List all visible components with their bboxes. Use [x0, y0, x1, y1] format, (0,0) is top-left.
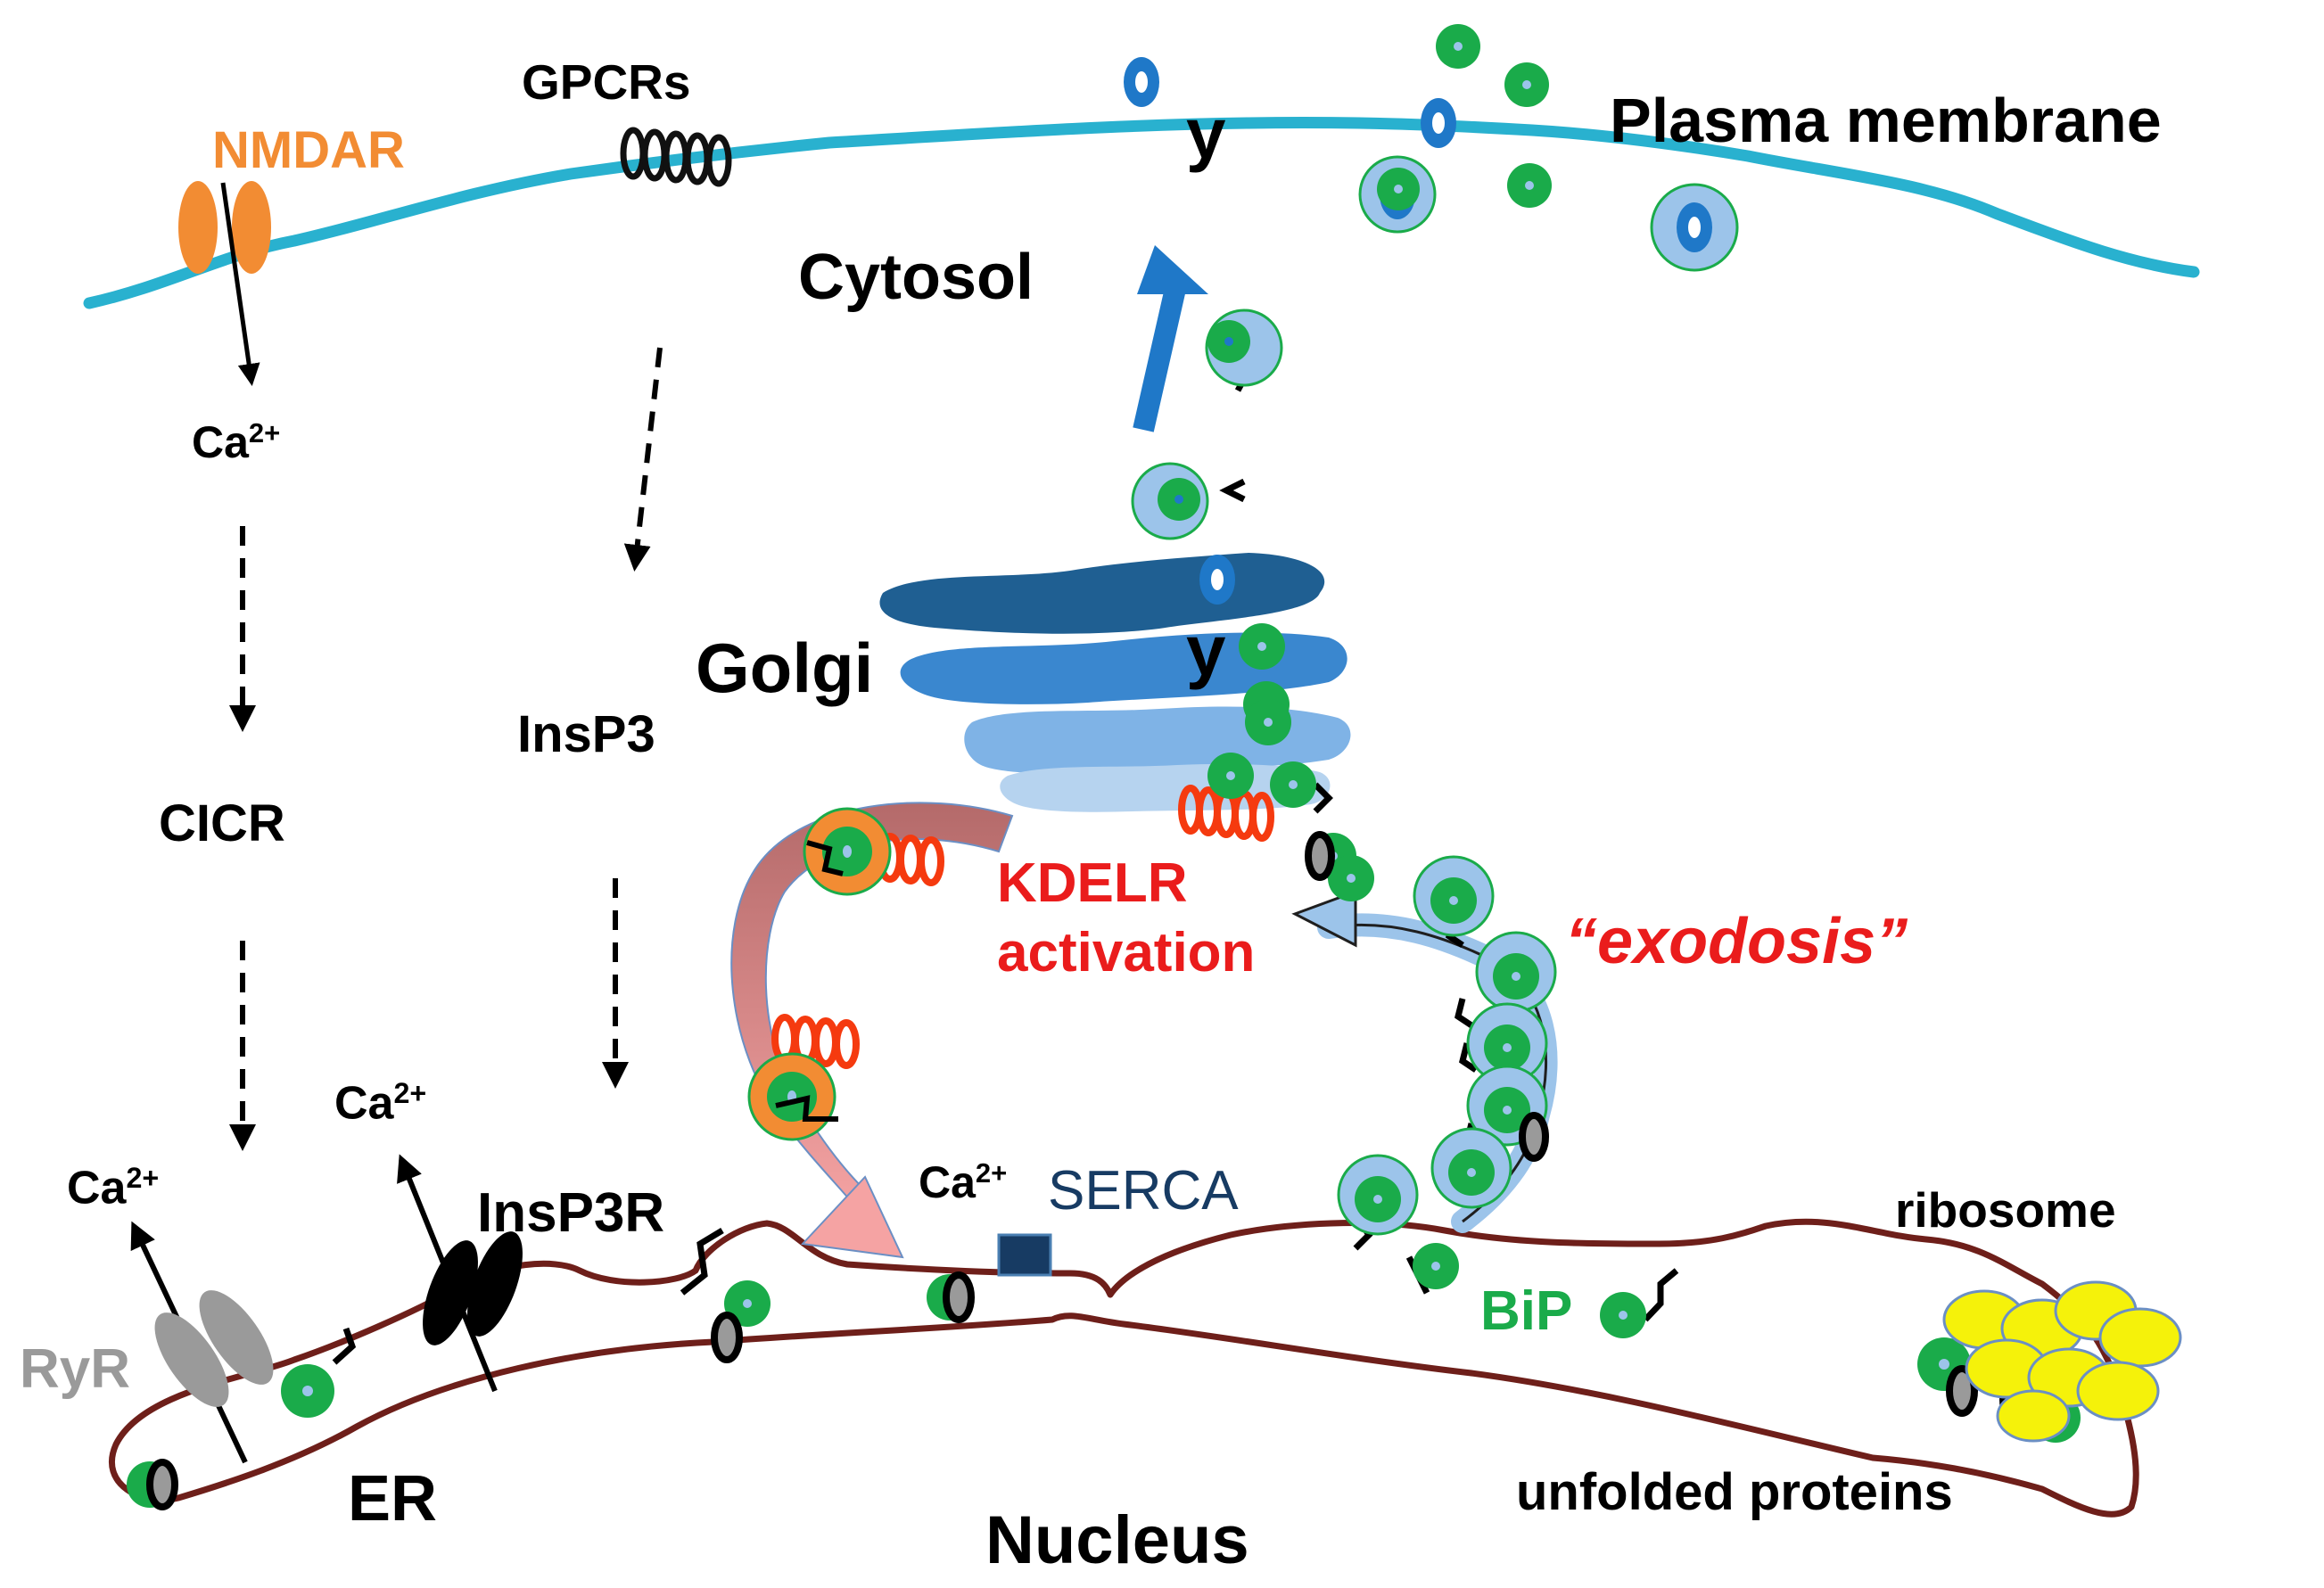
insp3-label: InsP3 — [517, 705, 655, 763]
nmdar-channel — [178, 181, 271, 386]
gpcrs-label: GPCRs — [522, 54, 691, 110]
plasma-membrane-label: Plasma membrane — [1610, 86, 2162, 155]
ca-serca-label: Ca2+ — [919, 1157, 1008, 1208]
er-label: ER — [348, 1463, 438, 1535]
ca-nmdar-label: Ca2+ — [192, 417, 281, 468]
unfolded-proteins-label: unfolded proteins — [1516, 1463, 1953, 1521]
nucleus-label: Nucleus — [985, 1502, 1249, 1578]
signal-arrows — [229, 347, 663, 1151]
gpcr-coil — [620, 127, 732, 187]
ryr-channel — [154, 1290, 274, 1407]
misfolded-proteins — [146, 831, 2031, 1510]
er-membrane — [108, 1218, 2139, 1518]
serca-pump — [997, 1233, 1052, 1277]
ca-insp3r-label: Ca2+ — [334, 1077, 427, 1130]
bip-label: BiP — [1480, 1280, 1573, 1342]
ribosome-label: ribosome — [1895, 1182, 2116, 1238]
kdelr-activation-label: activation — [997, 922, 1256, 983]
ryr-label: RyR — [20, 1338, 131, 1400]
exodosis-label: “exodosis” — [1565, 906, 1908, 977]
ca-ryr-label: Ca2+ — [67, 1162, 160, 1214]
ribosome-cluster — [1942, 1280, 2182, 1443]
insp3r-label: InsP3R — [477, 1182, 665, 1244]
kdelr-label: KDELR — [997, 852, 1188, 914]
insp3r-channel — [423, 1231, 523, 1345]
nmdar-label: NMDAR — [212, 121, 405, 179]
plasma-membrane — [83, 116, 2200, 309]
secretion-arrow — [1133, 245, 1208, 432]
serca-label: SERCA — [1048, 1160, 1239, 1222]
cytosol-label: Cytosol — [798, 242, 1034, 313]
golgi-label: Golgi — [696, 629, 874, 707]
cicr-label: CICR — [159, 794, 285, 852]
exodosis-loop-arrow — [1291, 889, 1558, 1233]
y-golgi-label: y — [1186, 611, 1226, 690]
y-top-label: y — [1186, 94, 1226, 173]
kdelr-bound-bip — [747, 807, 892, 1141]
